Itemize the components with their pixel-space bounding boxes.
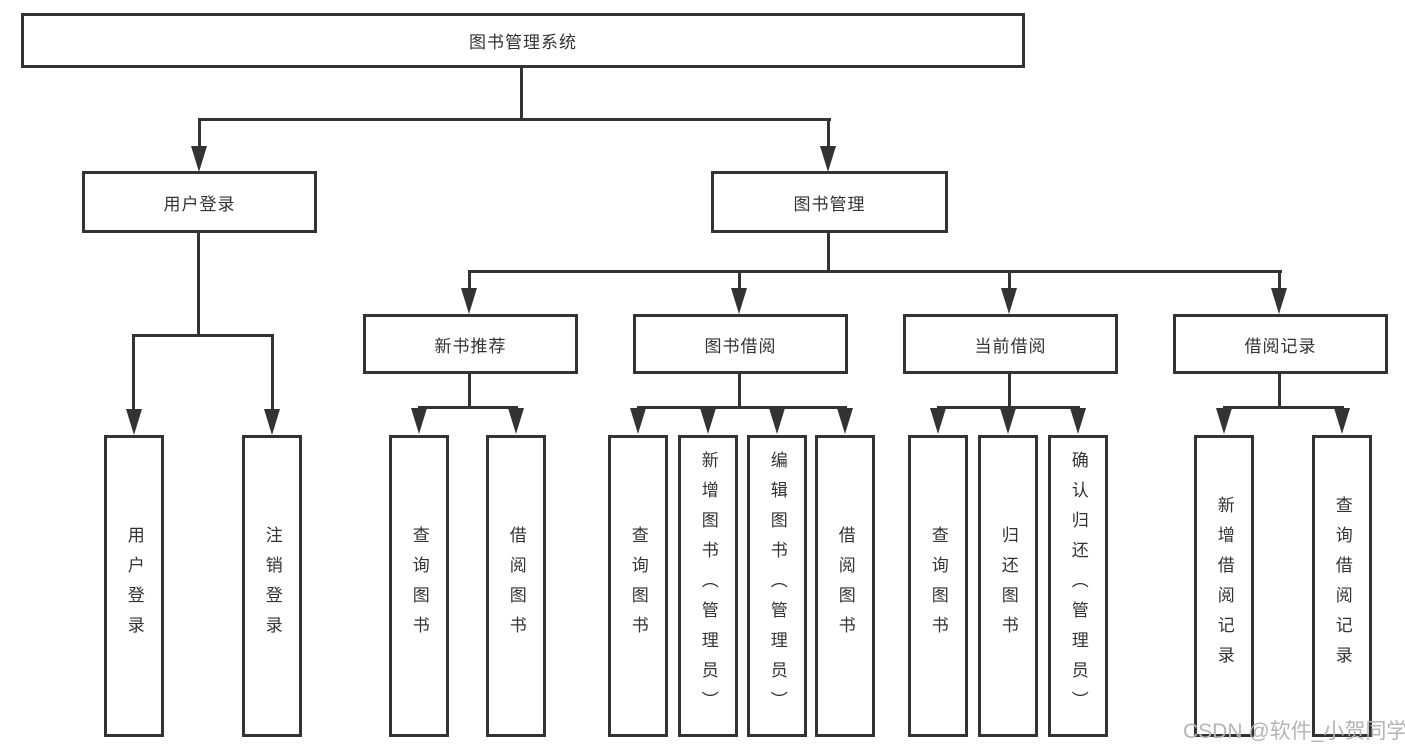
leaf-logout: 注销登录: [242, 435, 302, 737]
connector-drop-book-borrow: [738, 270, 741, 290]
leaf-return-books-label: 归还图书: [998, 526, 1018, 646]
leaf-add-borrow-record: 新增借阅记录: [1194, 435, 1254, 737]
leaf-query-books-3: 查询图书: [908, 435, 968, 737]
leaf-return-books: 归还图书: [978, 435, 1038, 737]
connector-root-stem: [520, 68, 523, 120]
arrowhead-icon: [731, 288, 747, 314]
arrowhead-icon: [930, 408, 946, 434]
connector-book-mgmt-stem: [827, 233, 830, 272]
arrowhead-icon: [1271, 288, 1287, 314]
node-book-borrowing-label: 图书借阅: [704, 336, 777, 356]
csdn-watermark: CSDN @软件_小贺同学: [1183, 720, 1405, 743]
connector-drop-borrow-record: [1278, 270, 1281, 290]
leaf-query-borrow-record-label: 查询借阅记录: [1332, 496, 1352, 676]
leaf-add-books-admin-label: 新增图书（管理员）: [698, 451, 718, 721]
leaf-user-login-label: 用户登录: [124, 526, 144, 646]
leaf-borrow-books-2-label: 借阅图书: [835, 526, 855, 646]
node-book-borrowing: 图书借阅: [633, 314, 848, 374]
leaf-add-borrow-record-label: 新增借阅记录: [1214, 496, 1234, 676]
node-new-book-recommend-label: 新书推荐: [434, 336, 507, 356]
connector-book-borrow-stem: [738, 374, 741, 408]
connector-drop-user-login: [198, 118, 201, 148]
arrowhead-icon: [264, 409, 280, 435]
leaf-add-books-admin: 新增图书（管理员）: [678, 435, 738, 737]
arrowhead-icon: [508, 408, 524, 434]
arrowhead-icon: [630, 408, 646, 434]
connector-book-borrow-rail: [637, 406, 847, 409]
leaf-query-borrow-record: 查询借阅记录: [1312, 435, 1372, 737]
arrowhead-icon: [411, 408, 427, 434]
arrowhead-icon: [700, 408, 716, 434]
connector-new-book-stem: [468, 374, 471, 408]
arrowhead-icon: [1000, 408, 1016, 434]
leaf-borrow-books-1-label: 借阅图书: [506, 526, 526, 646]
connector-book-mgmt-rail: [468, 270, 1282, 273]
arrowhead-icon: [1070, 408, 1086, 434]
connector-current-borrow-stem: [1008, 374, 1011, 408]
node-root-label: 图书管理系统: [469, 33, 577, 52]
leaf-query-books-1-label: 查询图书: [409, 526, 429, 646]
connector-borrow-record-rail: [1223, 406, 1344, 409]
leaf-edit-books-admin: 编辑图书（管理员）: [747, 435, 807, 737]
node-root: 图书管理系统: [21, 13, 1025, 68]
node-book-management-label: 图书管理: [793, 194, 866, 214]
connector-drop-book-mgmt: [827, 118, 830, 148]
node-borrowing-records: 借阅记录: [1173, 314, 1388, 374]
connector-root-rail: [198, 118, 831, 121]
arrowhead-icon: [1001, 288, 1017, 314]
node-new-book-recommend: 新书推荐: [363, 314, 578, 374]
node-current-borrowing-label: 当前借阅: [974, 336, 1047, 356]
arrowhead-icon: [820, 146, 836, 172]
leaf-query-books-2-label: 查询图书: [628, 526, 648, 646]
node-current-borrowing: 当前借阅: [903, 314, 1118, 374]
leaf-query-books-1: 查询图书: [389, 435, 449, 737]
leaf-borrow-books-2: 借阅图书: [815, 435, 875, 737]
arrowhead-icon: [461, 288, 477, 314]
node-book-management: 图书管理: [711, 171, 948, 233]
leaf-query-books-2: 查询图书: [608, 435, 668, 737]
leaf-borrow-books-1: 借阅图书: [486, 435, 546, 737]
leaf-confirm-return-admin: 确认归还（管理员）: [1048, 435, 1108, 737]
leaf-edit-books-admin-label: 编辑图书（管理员）: [767, 451, 787, 721]
leaf-confirm-return-admin-label: 确认归还（管理员）: [1068, 451, 1088, 721]
arrowhead-icon: [837, 408, 853, 434]
connector-user-login-rail: [132, 334, 274, 337]
node-user-login-label: 用户登录: [163, 194, 236, 214]
connector-drop-logout-leaf: [271, 334, 274, 410]
connector-current-borrow-rail: [937, 406, 1080, 409]
leaf-user-login: 用户登录: [104, 435, 164, 737]
leaf-query-books-3-label: 查询图书: [928, 526, 948, 646]
arrowhead-icon: [1216, 408, 1232, 434]
arrowhead-icon: [1334, 408, 1350, 434]
connector-drop-current-borrow: [1008, 270, 1011, 290]
arrowhead-icon: [769, 408, 785, 434]
arrowhead-icon: [126, 409, 142, 435]
connector-user-login-stem: [197, 233, 200, 336]
connector-drop-login-leaf: [132, 334, 135, 410]
connector-drop-new-book: [468, 270, 471, 290]
arrowhead-icon: [191, 146, 207, 172]
connector-new-book-rail: [418, 406, 518, 409]
leaf-logout-label: 注销登录: [262, 526, 282, 646]
connector-borrow-record-stem: [1278, 374, 1281, 408]
node-borrowing-records-label: 借阅记录: [1244, 336, 1317, 356]
node-user-login: 用户登录: [82, 171, 317, 233]
